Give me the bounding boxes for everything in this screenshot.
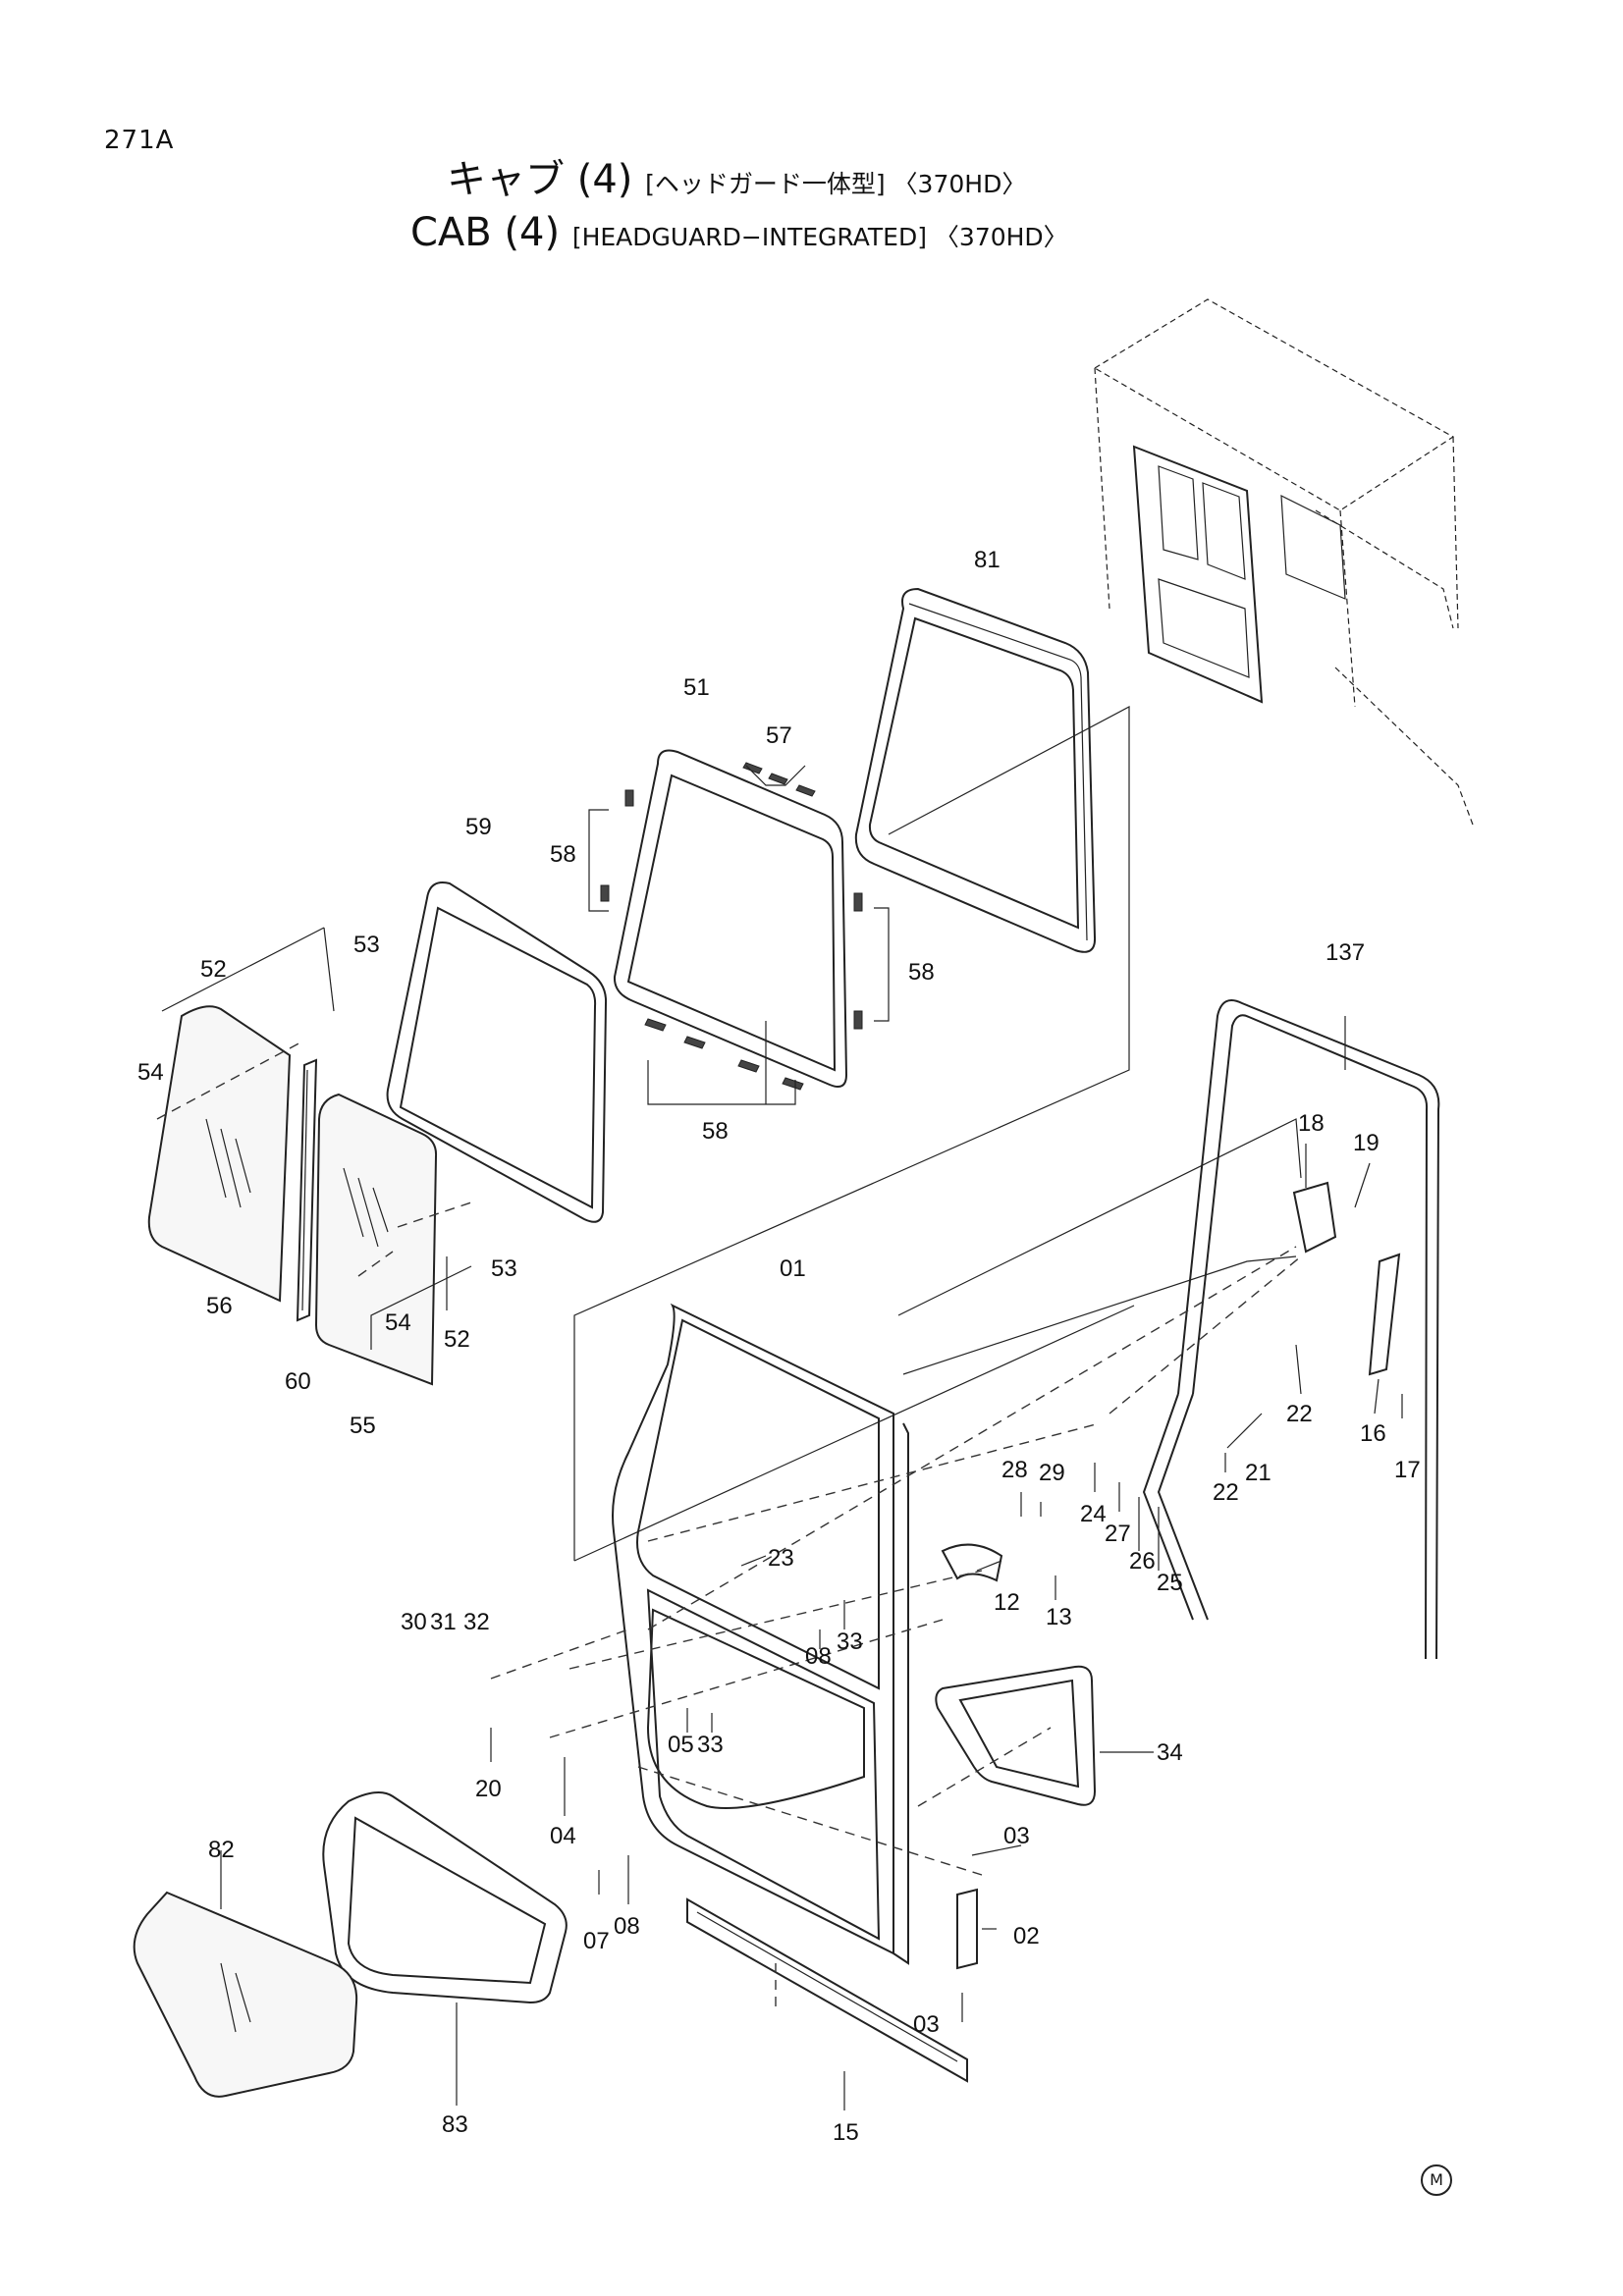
part-label-20: 20 (475, 1776, 502, 1802)
part-label-16: 16 (1360, 1420, 1386, 1447)
part-label-07: 07 (583, 1928, 610, 1954)
part-59-seal (386, 881, 608, 1223)
part-137-door-seal (1142, 999, 1440, 1660)
part-label-02: 02 (1013, 1923, 1040, 1949)
part-label-01: 01 (780, 1255, 806, 1282)
title-japanese: キャブ (4) [ヘッドガード一体型] 〈370HD〉 (447, 147, 1026, 204)
part-51-window-frame (600, 749, 863, 1091)
part-label-137: 137 (1325, 939, 1365, 966)
corner-mark: M (1421, 2164, 1452, 2196)
part-label-52-upper: 52 (200, 956, 227, 983)
part-label-03-lower: 03 (913, 2011, 940, 2038)
part-82-glass (133, 1891, 358, 2098)
title-en-subtitle: [HEADGUARD−INTEGRATED] 〈370HD〉 (571, 223, 1068, 251)
part-56-glass (147, 1005, 292, 1303)
part-label-82: 82 (208, 1837, 235, 1863)
part-label-54-left: 54 (137, 1059, 164, 1086)
part-label-60: 60 (285, 1368, 311, 1395)
part-label-33-lower: 33 (697, 1732, 724, 1758)
part-label-22-right: 22 (1286, 1401, 1313, 1427)
part-label-13: 13 (1046, 1604, 1072, 1630)
part-label-58-upper: 58 (550, 841, 576, 868)
part-label-59: 59 (465, 814, 492, 840)
part-label-55: 55 (350, 1413, 376, 1439)
part-label-05: 05 (668, 1732, 694, 1758)
part-label-22-left: 22 (1213, 1479, 1239, 1506)
part-label-21: 21 (1245, 1460, 1271, 1486)
part-label-24: 24 (1080, 1501, 1107, 1527)
part-label-53-lower: 53 (491, 1255, 517, 1282)
leader-lines (161, 706, 1403, 2110)
part-label-57: 57 (766, 722, 792, 749)
title-jp-subtitle: [ヘッドガード一体型] 〈370HD〉 (645, 170, 1027, 198)
part-12-handle (941, 1543, 1003, 1582)
part-60-run-channel (296, 1058, 318, 1322)
part-label-15: 15 (833, 2119, 859, 2146)
part-label-23: 23 (768, 1545, 794, 1572)
part-label-27: 27 (1105, 1521, 1131, 1547)
part-label-25: 25 (1157, 1570, 1183, 1596)
part-label-56: 56 (206, 1293, 233, 1319)
part-label-04: 04 (550, 1823, 576, 1849)
part-label-58-right: 58 (908, 959, 935, 986)
part-55-glass (314, 1093, 438, 1386)
title-jp-main: キャブ (4) (447, 157, 633, 202)
part-label-53-upper: 53 (353, 932, 380, 958)
part-label-51: 51 (683, 674, 710, 701)
part-label-17: 17 (1394, 1457, 1421, 1483)
title-en-main: CAB (4) (410, 210, 561, 255)
part-label-83: 83 (442, 2111, 468, 2138)
part-01-door-frame (612, 1303, 909, 1965)
part-16-plate (1368, 1253, 1401, 1376)
part-label-58-bottom: 58 (702, 1118, 729, 1145)
part-label-03-upper: 03 (1003, 1823, 1030, 1849)
part-label-33-upper: 33 (837, 1629, 863, 1655)
page-number: 271A (104, 126, 175, 155)
part-label-54-middle: 54 (385, 1309, 411, 1336)
assembly-dashed-lines (156, 1040, 1302, 2012)
part-label-08-upper: 08 (805, 1643, 832, 1670)
part-02-hinge (956, 1888, 978, 1970)
part-label-19: 19 (1353, 1130, 1380, 1156)
part-label-30: 30 (401, 1609, 427, 1635)
part-label-28: 28 (1001, 1457, 1028, 1483)
part-83-glass-seal (322, 1791, 568, 2004)
part-34-panel (935, 1665, 1097, 1806)
part-15-bottom-rail (686, 1897, 968, 2083)
part-label-81: 81 (974, 547, 1001, 573)
title-english: CAB (4) [HEADGUARD−INTEGRATED] 〈370HD〉 (410, 210, 1068, 255)
part-label-26: 26 (1129, 1548, 1156, 1575)
part-18-latch (1292, 1181, 1337, 1254)
part-label-31: 31 (430, 1609, 457, 1635)
part-81-weatherstrip (854, 587, 1097, 953)
cab-locator-sketch (1093, 298, 1474, 826)
part-label-52-lower: 52 (444, 1326, 470, 1353)
part-label-08-lower: 08 (614, 1913, 640, 1940)
part-label-29: 29 (1039, 1460, 1065, 1486)
part-label-12: 12 (994, 1589, 1020, 1616)
part-label-34: 34 (1157, 1739, 1183, 1766)
part-labels: 81 51 57 59 58 58 58 52 53 54 56 60 55 5… (137, 547, 1421, 2146)
part-label-32: 32 (463, 1609, 490, 1635)
part-label-18: 18 (1298, 1110, 1325, 1137)
